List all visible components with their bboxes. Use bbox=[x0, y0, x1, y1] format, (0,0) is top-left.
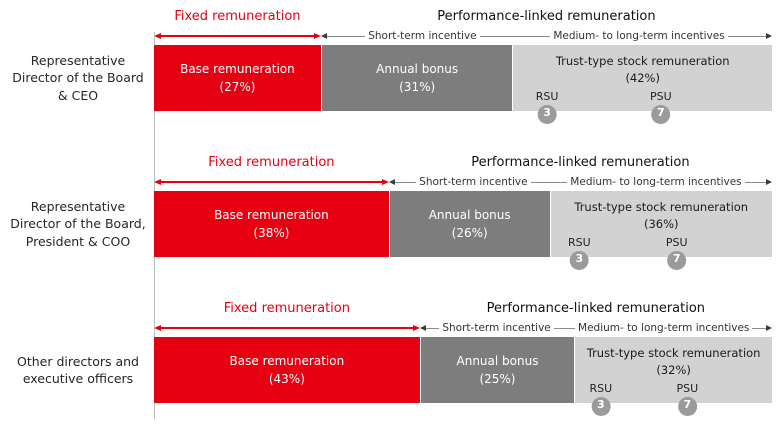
arrow-right-icon bbox=[412, 325, 420, 331]
incentives-arrow: Short-term incentive Medium- to long-ter… bbox=[388, 176, 772, 188]
arrow-left-icon bbox=[154, 325, 161, 331]
row-category-label: Representative Director of the Board, Pr… bbox=[10, 198, 146, 249]
remuneration-bar: Base remuneration (27%) Annual bonus (31… bbox=[154, 45, 772, 124]
header-labels: Fixed remuneration Performance-linked re… bbox=[154, 147, 772, 173]
fixed-remuneration-arrow bbox=[154, 179, 389, 185]
incentives-arrow: Short-term incentive Medium- to long-ter… bbox=[419, 322, 773, 334]
short-term-incentive-label: Short-term incentive bbox=[419, 176, 528, 188]
arrow-left-icon bbox=[419, 325, 426, 331]
incentives-arrow: Short-term incentive Medium- to long-ter… bbox=[320, 30, 773, 42]
arrow-right-icon bbox=[766, 325, 773, 331]
trust-stock-segment: Trust-type stock remuneration (32%) RSU … bbox=[574, 337, 772, 416]
medium-long-term-incentives-label: Medium- to long-term incentives bbox=[553, 30, 725, 42]
base-remuneration-segment: Base remuneration (38%) bbox=[154, 191, 389, 257]
arrow-right-icon bbox=[766, 33, 773, 39]
annual-bonus-segment: Annual bonus (31%) bbox=[320, 45, 513, 111]
fixed-remuneration-label: Fixed remuneration bbox=[208, 154, 335, 170]
rsu-ratio-badge: 3 bbox=[569, 251, 589, 270]
remuneration-bar: Base remuneration (38%) Annual bonus (26… bbox=[154, 191, 772, 270]
arrow-right-icon bbox=[766, 179, 772, 185]
medium-long-term-incentives-label: Medium- to long-term incentives bbox=[570, 176, 742, 188]
annual-bonus-segment: Annual bonus (25%) bbox=[419, 337, 575, 403]
arrow-left-icon bbox=[154, 179, 161, 185]
rsu-marker: RSU 3 bbox=[536, 90, 558, 124]
fixed-remuneration-label: Fixed remuneration bbox=[223, 300, 350, 316]
performance-linked-label: Performance-linked remuneration bbox=[471, 154, 690, 170]
short-term-incentive-label: Short-term incentive bbox=[442, 322, 551, 334]
arrow-right-icon bbox=[313, 33, 321, 39]
rsu-marker: RSU 3 bbox=[589, 382, 612, 416]
base-remuneration-segment: Base remuneration (27%) bbox=[154, 45, 321, 111]
header-labels: Fixed remuneration Performance-linked re… bbox=[154, 1, 772, 27]
row-chart: Fixed remuneration Performance-linked re… bbox=[154, 147, 772, 293]
row-category-label: Representative Director of the Board & C… bbox=[12, 52, 144, 103]
psu-marker: PSU 7 bbox=[677, 382, 698, 416]
short-term-incentive-label: Short-term incentive bbox=[368, 30, 477, 42]
psu-ratio-badge: 7 bbox=[651, 105, 671, 124]
remuneration-row-ceo: Representative Director of the Board & C… bbox=[2, 1, 773, 147]
row-chart: Fixed remuneration Performance-linked re… bbox=[154, 293, 773, 439]
psu-ratio-badge: 7 bbox=[677, 397, 697, 416]
arrow-left-icon bbox=[154, 33, 161, 39]
arrow-left-icon bbox=[388, 179, 395, 185]
fixed-remuneration-arrow bbox=[154, 325, 420, 331]
performance-linked-label: Performance-linked remuneration bbox=[486, 300, 706, 316]
rsu-marker: RSU 3 bbox=[568, 236, 591, 270]
row-chart: Fixed remuneration Performance-linked re… bbox=[154, 1, 773, 147]
header-arrows: Short-term incentive Medium- to long-ter… bbox=[154, 27, 773, 45]
remuneration-row-others: Other directors and executive officers F… bbox=[2, 293, 773, 439]
header-labels: Fixed remuneration Performance-linked re… bbox=[154, 293, 772, 319]
medium-long-term-incentives-label: Medium- to long-term incentives bbox=[578, 322, 750, 334]
header-arrows: Short-term incentive Medium- to long-ter… bbox=[154, 319, 773, 337]
remuneration-bar: Base remuneration (43%) Annual bonus (25… bbox=[154, 337, 772, 416]
base-remuneration-segment: Base remuneration (43%) bbox=[154, 337, 420, 403]
remuneration-row-coo: Representative Director of the Board, Pr… bbox=[2, 147, 772, 293]
trust-stock-segment: Trust-type stock remuneration (42%) RSU … bbox=[512, 45, 772, 124]
psu-marker: PSU 7 bbox=[650, 90, 672, 124]
fixed-remuneration-arrow bbox=[154, 33, 321, 39]
performance-linked-label: Performance-linked remuneration bbox=[437, 8, 656, 24]
psu-marker: PSU 7 bbox=[666, 236, 688, 270]
row-category-label: Other directors and executive officers bbox=[17, 353, 139, 387]
header-arrows: Short-term incentive Medium- to long-ter… bbox=[154, 173, 772, 191]
psu-ratio-badge: 7 bbox=[667, 251, 687, 270]
fixed-remuneration-label: Fixed remuneration bbox=[174, 8, 301, 24]
annual-bonus-segment: Annual bonus (26%) bbox=[388, 191, 550, 257]
trust-stock-segment: Trust-type stock remuneration (36%) RSU … bbox=[549, 191, 772, 270]
arrow-right-icon bbox=[381, 179, 389, 185]
arrow-left-icon bbox=[320, 33, 327, 39]
rsu-ratio-badge: 3 bbox=[591, 397, 611, 416]
rsu-ratio-badge: 3 bbox=[537, 105, 557, 124]
